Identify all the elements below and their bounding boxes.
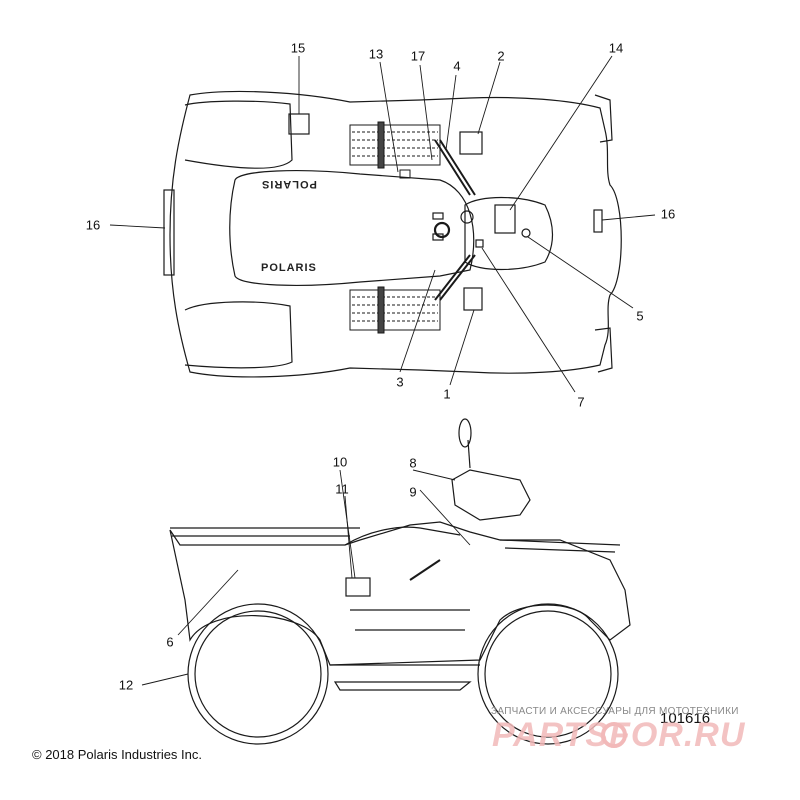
footwell-bottom [349, 286, 441, 334]
seat [229, 170, 475, 286]
front-wheel-rim [484, 610, 612, 738]
rear-wheel-rim [194, 610, 322, 738]
callout-8: 8 [409, 455, 417, 471]
handlebar-assembly [451, 469, 531, 521]
decal-polaris-bottom-text: POLARIS [261, 262, 317, 274]
callout-2: 2 [497, 48, 505, 64]
watermark-logo: PARTSFOR.RU [492, 716, 746, 754]
front-wheel [477, 603, 619, 745]
side-body [169, 521, 631, 666]
skid-plate [333, 681, 472, 691]
handlebar-left [434, 139, 476, 196]
decal-16-front-rect [593, 209, 603, 233]
copyright: © 2018 Polaris Industries Inc. [32, 747, 202, 762]
rear-rack [170, 527, 360, 537]
callout-12: 12 [118, 677, 134, 693]
decal-1-rect [463, 287, 483, 311]
handlebar-right [434, 254, 476, 301]
callout-16-rear: 16 [85, 217, 101, 233]
rear-fender-upper [184, 100, 293, 169]
rear-fender-lower [184, 301, 293, 369]
decal-15-rect [288, 113, 310, 135]
console [464, 196, 554, 271]
decal-polaris-top-text: POLARIS [261, 178, 317, 190]
callout-6: 6 [166, 634, 174, 650]
decal-16-rear-rect [163, 189, 175, 276]
leader-lines-top [109, 55, 656, 393]
decal-7-rect [475, 239, 484, 248]
atv-body-outline [169, 90, 622, 378]
callout-15: 15 [290, 40, 306, 56]
front-wheel-right-top [594, 94, 613, 143]
decal-polaris-top: POLARIS [261, 178, 317, 190]
decal-2-rect [459, 131, 483, 155]
decal-11-rect [345, 577, 371, 597]
callout-9: 9 [409, 484, 417, 500]
front-rack [499, 539, 621, 553]
top-view [109, 55, 656, 393]
side-view [141, 418, 631, 745]
footrest [330, 609, 480, 666]
callout-11: 11 [335, 481, 349, 497]
side-seat [344, 526, 461, 546]
side-stripe [409, 559, 441, 581]
callout-13: 13 [368, 46, 384, 62]
decal-14-rect [494, 204, 516, 234]
mirror [458, 418, 472, 448]
footwell-top [349, 121, 441, 179]
callout-3: 3 [396, 374, 404, 390]
decal-polaris-bottom: POLARIS [261, 262, 317, 274]
front-wheel-right-bottom [594, 327, 613, 373]
decal-small-b [432, 233, 444, 241]
watermark-tagline: ЗАПЧАСТИ И АКСЕССУАРЫ ДЛЯ МОТОТЕХНИКИ [491, 706, 739, 717]
diagram-id: 101616 [660, 710, 711, 727]
callout-7: 7 [577, 394, 585, 410]
leader-lines-side [141, 469, 471, 686]
callout-1: 1 [443, 386, 451, 402]
callout-14: 14 [608, 40, 624, 56]
watermark-wheel-icon [601, 722, 627, 748]
callout-17: 17 [410, 48, 426, 64]
callout-10: 10 [332, 454, 348, 470]
decal-small-a [432, 212, 444, 220]
indicator-circle [460, 210, 474, 224]
callout-16-front: 16 [660, 206, 676, 222]
callout-4: 4 [453, 58, 461, 74]
callout-5: 5 [636, 308, 644, 324]
rear-wheel [187, 603, 329, 745]
key-switch [521, 228, 531, 238]
fuel-cap [433, 221, 451, 239]
